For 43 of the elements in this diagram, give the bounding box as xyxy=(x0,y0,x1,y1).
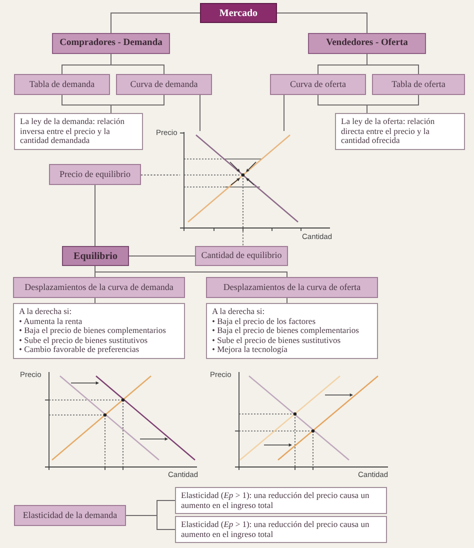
concept-box: Tabla de demanda xyxy=(14,74,110,95)
note-box: La ley de la demanda: relación inversa entre el precio y la cantidad demandada xyxy=(14,113,143,150)
note-box: Elasticidad (Ep > 1): una reducción del precio causa un aumento en el ingreso total xyxy=(175,516,387,544)
bullet-list-box xyxy=(13,303,185,359)
category-box: Compradores - Demanda xyxy=(52,33,170,54)
connector-line xyxy=(110,54,164,74)
list-heading: A la derecha si: xyxy=(212,307,266,317)
list-heading: A la derecha si: xyxy=(19,307,73,317)
supply-demand-chart xyxy=(180,131,332,231)
connector-line xyxy=(276,12,368,34)
connector-line xyxy=(110,12,200,34)
list-item: • Sube el precio de bienes sustitutivos xyxy=(19,336,148,346)
connector-line xyxy=(94,298,96,304)
connector-line xyxy=(110,94,164,114)
list-item: • Mejora la tecnología xyxy=(212,345,288,355)
dotted-connector xyxy=(140,174,180,176)
list-item: • Aumenta la renta xyxy=(19,316,84,326)
concept-box: Equilibrio xyxy=(62,246,129,266)
connector-line xyxy=(286,298,288,304)
concept-box: Curva de demanda xyxy=(116,74,212,95)
list-item: • Baja el precio de los factores xyxy=(212,316,317,326)
concept-box: Desplazamientos de la curva de demanda xyxy=(13,277,185,298)
connector-line xyxy=(94,184,96,246)
note-box: La ley de la oferta: relación directa entre el precio y la cantidad ofrecida xyxy=(335,113,465,150)
category-box: Vendedores - Oferta xyxy=(308,33,426,54)
list-item: • Sube el precio de bienes sustitutivos xyxy=(212,336,341,346)
connector-line xyxy=(126,515,176,530)
list-item: • Baja el precio de bienes complementarios xyxy=(19,326,167,336)
connector-line xyxy=(94,266,288,278)
concept-box: Elasticidad de la demanda xyxy=(14,505,126,526)
note-box: Elasticidad (Ep > 1): una reducción del precio causa un aumento en el ingreso total xyxy=(175,487,387,514)
list-item: • Cambio favorable de preferencias xyxy=(19,345,140,355)
concept-box: Curva de oferta xyxy=(270,74,366,95)
connector-line xyxy=(366,54,419,74)
root-concept-box: Mercado xyxy=(200,3,277,23)
connector-line xyxy=(366,94,419,114)
concept-box: Precio de equilibrio xyxy=(49,164,141,185)
concept-box: Tabla de oferta xyxy=(372,74,465,95)
dotted-connector xyxy=(242,230,244,246)
bullet-list-box xyxy=(206,303,378,359)
concept-box: Desplazamientos de la curva de oferta xyxy=(206,277,378,298)
list-item: • Baja el precio de bienes complementarios xyxy=(212,326,360,336)
concept-box: Cantidad de equilibrio xyxy=(195,246,288,266)
